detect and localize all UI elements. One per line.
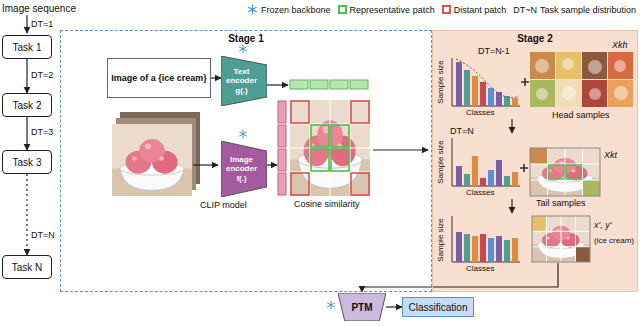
node-text: Image of a {ice cream} — [111, 73, 207, 83]
prompt-box: Image of a {ice cream} — [107, 58, 211, 98]
stage-region: Stage 2 — [432, 30, 638, 292]
distribution-label: DT=N — [31, 230, 55, 240]
grid-label: Cosine similarity — [294, 199, 360, 209]
node-text: Task 3 — [13, 157, 42, 168]
node-text: Text encoder g(.) — [223, 67, 260, 95]
axis-label: Sample size — [436, 60, 445, 104]
node-text: Classification — [409, 302, 468, 313]
sample-label: Xkt — [604, 150, 617, 160]
legend-item: Distant patch — [442, 5, 507, 15]
flow-arrow — [211, 77, 221, 78]
distribution-label: DT=3 — [31, 127, 53, 137]
task-box: Task 2 — [2, 93, 52, 117]
legend-text: Task sample distribution — [540, 5, 636, 15]
node-text: Task 2 — [13, 100, 42, 111]
sample-label: (ice cream) — [594, 236, 634, 245]
flow-arrow — [26, 174, 27, 255]
distribution-label: DT~N — [513, 5, 537, 15]
task-box: Task 1 — [2, 35, 52, 59]
distribution-label: DT=N-1 — [478, 46, 510, 56]
legend-text: Frozen backbone — [261, 5, 331, 15]
sample-label: Tail samples — [536, 198, 586, 208]
sample-label: x', y' — [594, 220, 611, 230]
axis-label: Classes — [466, 188, 494, 197]
snowflake-symbol — [247, 4, 258, 15]
legend-swatch — [442, 5, 451, 14]
sample-label: Head samples — [552, 110, 610, 120]
task-box: Task N — [2, 255, 52, 279]
flow-arrow — [26, 59, 27, 93]
image-encoder: Image encoder f(.) — [221, 141, 267, 197]
node-text: Image encoder f(.) — [223, 155, 260, 183]
task-box: Task 3 — [2, 150, 52, 174]
ptm-block: PTM — [338, 293, 386, 321]
axis-label: Classes — [466, 264, 494, 273]
node-text: Stage 1 — [228, 33, 264, 44]
legend-item: Frozen backbone — [247, 4, 331, 15]
axis-label: Sample size — [436, 140, 445, 184]
text-encoder: Text encoder g(.) — [221, 56, 267, 106]
output-box: Classification — [402, 297, 474, 317]
node-text: Stage 2 — [517, 33, 553, 44]
stage-region: Stage 1 Image of a {ice cream} Text encode… — [60, 30, 432, 292]
axis-label: Classes — [466, 108, 494, 117]
axis-label: Sample size — [436, 218, 445, 262]
legend-text: Representative patch — [350, 5, 435, 15]
legend-item: Representative patch — [338, 5, 435, 15]
legend: Frozen backbone Representative patch Dista… — [247, 4, 636, 15]
distribution-label: DT=2 — [31, 70, 53, 80]
legend-swatch — [338, 5, 347, 14]
sample-label: Xkh — [612, 40, 628, 50]
node-text: Task 1 — [13, 42, 42, 53]
sequence-label: Image sequence — [2, 3, 76, 15]
model-label: CLIP model — [200, 200, 247, 210]
legend-item: DT~NTask sample distribution — [513, 5, 636, 15]
node-text: PTM — [351, 302, 372, 313]
distribution-label: DT=1 — [31, 19, 53, 29]
distribution-label: DT=N — [450, 126, 474, 136]
node-text: Task N — [12, 262, 43, 273]
flow-arrow — [26, 117, 27, 150]
flow-arrow — [386, 306, 402, 307]
legend-text: Distant patch — [454, 5, 507, 15]
